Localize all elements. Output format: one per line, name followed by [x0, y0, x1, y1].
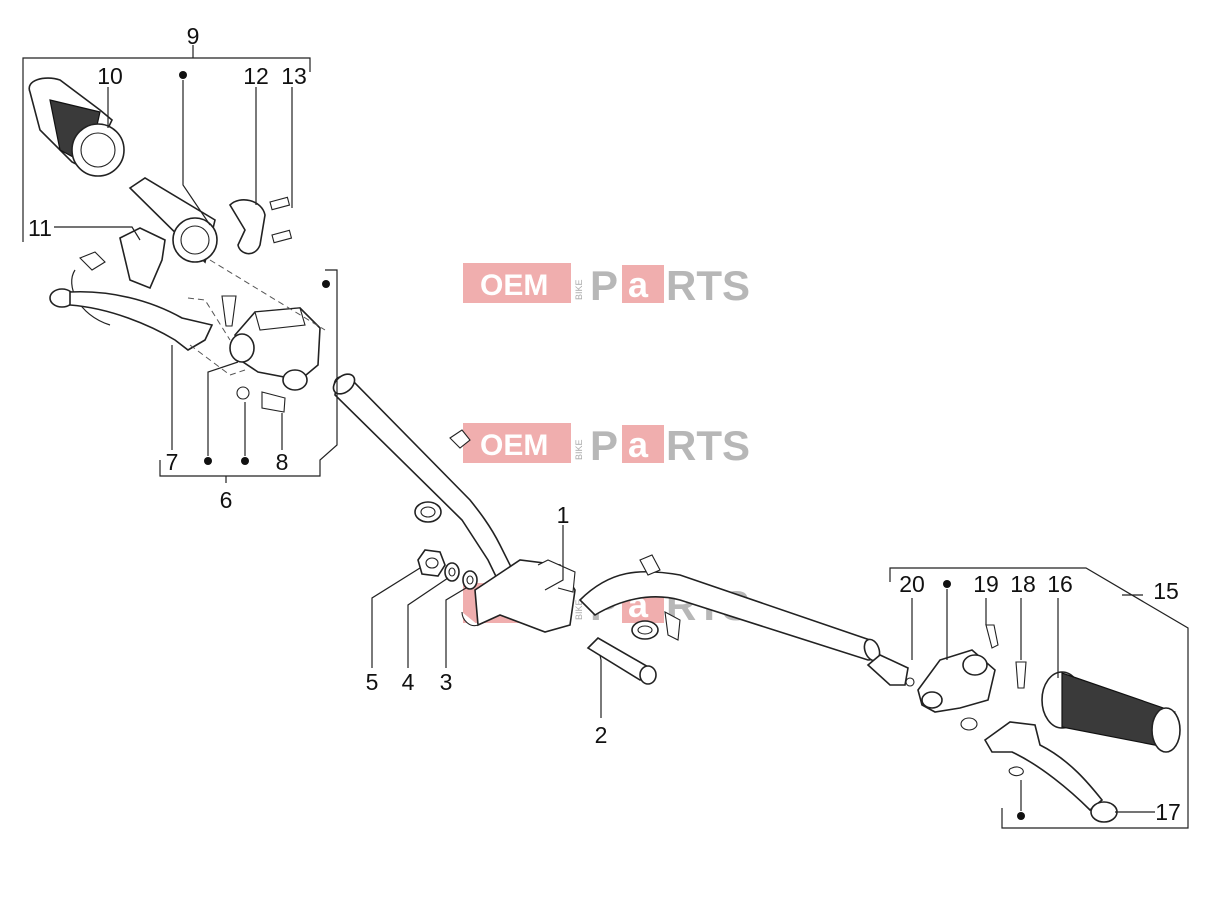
callout-7: 7 — [166, 449, 179, 475]
callout-17: 17 — [1155, 799, 1181, 825]
throttle-clamp — [228, 196, 293, 255]
right-brake-lever — [983, 721, 1118, 823]
callout-4: 4 — [402, 669, 415, 695]
callout-13: 13 — [281, 63, 307, 89]
callout-1: 1 — [557, 502, 570, 528]
callout-12: 12 — [243, 63, 269, 89]
callout-2: 2 — [595, 722, 608, 748]
bolt — [586, 637, 657, 685]
callout-8: 8 — [276, 449, 289, 475]
master-cylinder — [221, 295, 321, 413]
spacer — [462, 570, 478, 590]
watermark-bike-text: BIKE — [574, 439, 584, 460]
watermark-rts-text: RTS — [666, 262, 750, 309]
watermark-middle: OEM BIKE P a RTS — [463, 422, 750, 469]
right-switch — [866, 654, 915, 687]
throttle-tube — [128, 177, 218, 264]
right-callout-lines — [889, 567, 1189, 829]
right-grip — [1041, 671, 1181, 753]
watermark-oem-text: OEM — [480, 269, 548, 302]
watermark-bike-text: BIKE — [574, 279, 584, 300]
left-switch-housing — [71, 227, 166, 326]
watermark-a-text: a — [628, 424, 649, 465]
callout-3: 3 — [440, 669, 453, 695]
callout-10: 10 — [97, 63, 123, 89]
left-grip — [28, 77, 125, 177]
left-brake-lever — [49, 288, 214, 351]
callout-20: 20 — [899, 571, 925, 597]
callout-5: 5 — [366, 669, 379, 695]
washer — [444, 562, 460, 582]
alignment-line — [209, 259, 326, 331]
watermark-a-text: a — [628, 264, 649, 305]
centre-callout-lines — [371, 525, 602, 718]
left-callout-lines — [22, 45, 338, 483]
watermark-p-text: P — [590, 422, 618, 469]
alignment-line — [189, 344, 246, 376]
callout-6: 6 — [220, 487, 233, 513]
callout-16: 16 — [1047, 571, 1073, 597]
nut — [417, 549, 446, 577]
alignment-line — [187, 297, 231, 341]
right-lever-bracket — [917, 624, 1027, 731]
callout-18: 18 — [1010, 571, 1036, 597]
watermark-oem-text: OEM — [480, 429, 548, 462]
handlebar-tube — [332, 373, 881, 662]
watermark-bike-text: BIKE — [574, 599, 584, 620]
callout-11: 11 — [28, 215, 52, 241]
watermark-rts-text: RTS — [666, 422, 750, 469]
callout-15: 15 — [1153, 578, 1179, 604]
watermark-top: OEM BIKE P a RTS — [463, 262, 750, 309]
callout-9: 9 — [187, 23, 200, 49]
watermark-p-text: P — [590, 262, 618, 309]
callout-19: 19 — [973, 571, 999, 597]
